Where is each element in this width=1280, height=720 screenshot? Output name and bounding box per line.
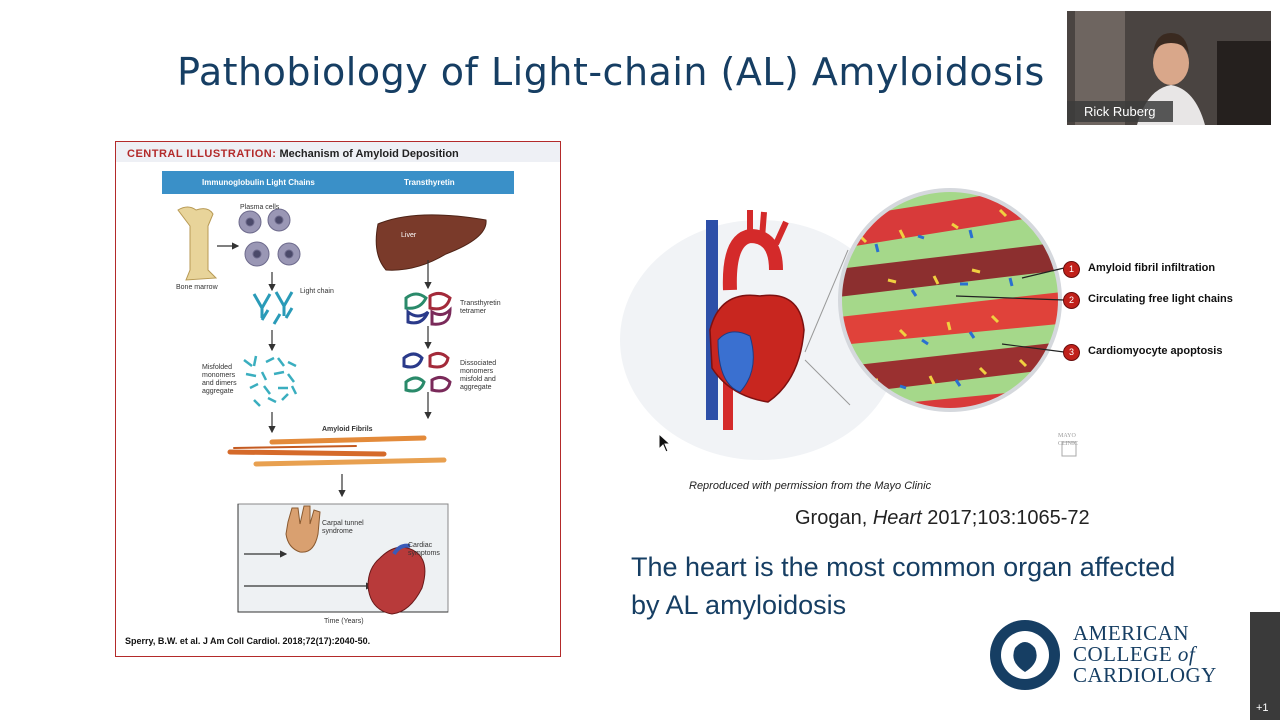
mayo-clinic-watermark: MAYO CLINIC: [1058, 433, 1078, 447]
callout-number-1: 1: [1063, 261, 1080, 278]
illustration-label-prefix: CENTRAL ILLUSTRATION:: [127, 148, 277, 160]
image-credit: Reproduced with permission from the Mayo…: [689, 480, 932, 492]
amyloid-fibrils-icon: [227, 435, 447, 467]
citation-ref: 2017;103:1065-72: [927, 507, 1090, 529]
illustration-label: CENTRAL ILLUSTRATION: Mechanism of Amylo…: [127, 148, 459, 160]
ttr-tetramer-icon: [404, 291, 452, 326]
acc-line-1: AMERICAN: [1073, 621, 1190, 645]
illustration-header-bar: [116, 142, 560, 162]
illustration-label-title: Mechanism of Amyloid Deposition: [279, 148, 459, 160]
callout-label-2: Circulating free light chains: [1088, 293, 1233, 305]
central-illustration: CENTRAL ILLUSTRATION: Mechanism of Amylo…: [115, 141, 561, 657]
acc-seal-logo: [990, 620, 1060, 690]
bone-marrow-label: Bone marrow: [176, 284, 218, 291]
callout-number-2: 2: [1063, 292, 1080, 309]
light-chain-icon: [252, 291, 294, 325]
callout-number-3: 3: [1063, 344, 1080, 361]
heart-amyloid-figure: [620, 188, 1077, 460]
callout-label-1: Amyloid fibril infiltration: [1088, 262, 1216, 274]
misfolded-label: Misfolded monomers and dimers aggregate: [202, 364, 237, 395]
citation-author: Grogan,: [795, 507, 868, 529]
acc-line-3: CARDIOLOGY: [1073, 663, 1217, 687]
mayo-clinic-logo: [1061, 441, 1077, 457]
acc-line-2a: COLLEGE: [1073, 642, 1173, 666]
plasma-cells-icon: [238, 208, 301, 267]
light-chain-label: Light chain: [300, 288, 334, 295]
ttr-tetramer-label: Transthyretin tetramer: [460, 300, 501, 315]
mechanism-diagram: [177, 206, 487, 615]
misfolded-aggregate-icon: [243, 355, 298, 407]
column-header: Immunoglobulin Light Chains Transthyreti…: [162, 171, 514, 194]
aortic-arch: [722, 228, 783, 291]
illustration-citation: Sperry, B.W. et al. J Am Coll Cardiol. 2…: [125, 636, 371, 646]
participant-name-tag: Rick Ruberg: [1067, 101, 1173, 122]
acc-line-2b: of: [1177, 642, 1196, 666]
heart-icon: [367, 546, 426, 615]
liver-icon: [375, 214, 487, 271]
citation-journal: Heart: [872, 507, 922, 529]
liver-label: Liver: [401, 232, 417, 239]
participants-overflow-count: +1: [1256, 702, 1269, 714]
amyloid-fibrils-label: Amyloid Fibrils: [322, 426, 373, 433]
hand-icon: [285, 505, 321, 553]
right-ventricle: [717, 331, 754, 393]
time-axis-label: Time (Years): [324, 618, 364, 625]
dissociated-monomers-icon: [402, 351, 452, 393]
acc-line-2: COLLEGE of: [1073, 644, 1217, 665]
participant-video-tile[interactable]: Rick Ruberg: [1067, 11, 1271, 125]
column-label-transthyretin: Transthyretin: [404, 178, 455, 187]
magnified-tissue: [840, 190, 1060, 410]
dissociated-label: Dissociated monomers misfold and aggrega…: [460, 360, 497, 391]
heart-citation: Grogan, Heart 2017;103:1065-72: [795, 507, 1090, 530]
callout-label-3: Cardiomyocyte apoptosis: [1088, 345, 1223, 357]
mouse-cursor-icon: [658, 433, 672, 453]
column-label-light-chains: Immunoglobulin Light Chains: [202, 178, 315, 187]
participants-overflow-tab[interactable]: +1: [1250, 612, 1280, 720]
acc-wordmark: AMERICAN COLLEGE of CARDIOLOGY: [1073, 623, 1217, 686]
key-statement: The heart is the most common organ affec…: [631, 552, 1176, 620]
slide-title: Pathobiology of Light-chain (AL) Amyloid…: [177, 50, 1045, 94]
carpal-label: Carpal tunnel syndrome: [322, 520, 364, 535]
plasma-cells-label: Plasma cells: [240, 204, 280, 211]
cardiac-label: Cardiac symptoms: [408, 542, 440, 557]
bone-marrow-icon: [177, 206, 218, 281]
